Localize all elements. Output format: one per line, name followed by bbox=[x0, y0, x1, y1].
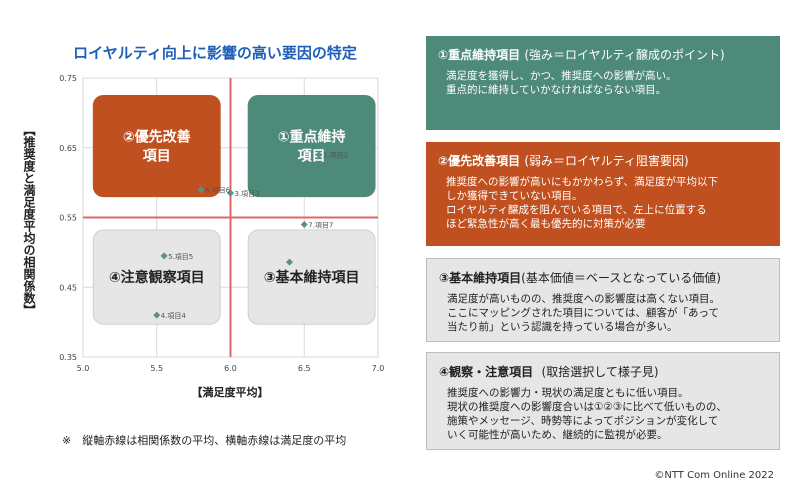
data-point-label: 4.項目4 bbox=[161, 312, 187, 320]
quadrant-box-q3 bbox=[247, 229, 376, 325]
x-tick-label: 5.5 bbox=[150, 364, 163, 373]
panel-line: ロイヤルティ醸成を阻んでいる項目で、左上に位置する bbox=[446, 204, 707, 216]
x-tick-label: 7.0 bbox=[372, 364, 385, 373]
data-point-label: 6.項目6 bbox=[205, 187, 231, 195]
y-tick-label: 0.45 bbox=[59, 283, 77, 292]
panel-title: ①重点維持項目 (強み＝ロイヤルティ醸成のポイント) bbox=[438, 46, 768, 63]
x-tick-label: 5.0 bbox=[77, 364, 90, 373]
panel-line: しか獲得できていない項目。 bbox=[446, 190, 583, 202]
panel-line: 満足度が高いものの、推奨度への影響度は高くない項目。 bbox=[447, 293, 720, 305]
chart-title: ロイヤルティ向上に影響の高い要因の特定 bbox=[73, 44, 357, 62]
footnote: ※ 縦軸赤線は相関係数の平均、横軸赤線は満足度の平均 bbox=[62, 434, 347, 447]
data-point bbox=[300, 220, 308, 229]
data-point bbox=[226, 189, 235, 197]
data-point bbox=[315, 151, 323, 159]
data-point-label: 5.項目5 bbox=[168, 253, 193, 261]
panel-body: 満足度が高いものの、推奨度への影響度は高くない項目。 ここにマッピングされた項目… bbox=[439, 292, 767, 334]
quadrant-box-q2 bbox=[92, 94, 221, 198]
x-tick-label: 6.0 bbox=[224, 364, 237, 373]
panel-line: 推奨度への影響力・現状の満足度ともに低い項目。 bbox=[447, 387, 689, 399]
panel-line: ここにマッピングされた項目については、顧客が「あって bbox=[447, 307, 719, 319]
data-point bbox=[160, 252, 168, 260]
quadrant-box-q1 bbox=[247, 94, 376, 198]
y-tick-label: 0.75 bbox=[59, 74, 77, 83]
data-point-label: 3.項目3 bbox=[235, 190, 260, 198]
panel-line: 現状の推奨度への影響度合いは①②③に比べて低いものの、 bbox=[447, 401, 727, 413]
panel-title-main: ①重点維持項目 bbox=[438, 48, 521, 62]
quadrant-label-line: ①重点維持 bbox=[278, 129, 346, 146]
data-point bbox=[153, 311, 161, 319]
panel-body: 推奨度への影響が高いにもかかわらず、満足度が平均以下 しか獲得できていない項目。… bbox=[438, 175, 768, 231]
panel-line: いく可能性が高いため、継続的に監視が必要。 bbox=[447, 429, 668, 441]
quadrant-label-line: ②優先改善 bbox=[123, 129, 191, 146]
panel-line: 施策やメッセージ、時勢等によってポジションが変化して bbox=[447, 415, 719, 427]
panel-line: 当たり前」という認識を持っている場合が多い。 bbox=[447, 321, 678, 333]
quadrant-label-line: ④注意観察項目 bbox=[109, 269, 205, 286]
copyright: ©NTT Com Online 2022 bbox=[654, 470, 774, 481]
data-point-label: 7.項目7 bbox=[308, 221, 333, 229]
panel-priority-improve: ②優先改善項目 (弱み＝ロイヤルティ阻害要因) 推奨度への影響が高いにもかかわら… bbox=[426, 142, 780, 246]
data-point-label: 2.項目2 bbox=[323, 152, 348, 160]
panel-title-sub: (取捨選択して様子見) bbox=[541, 365, 659, 379]
panel-body: 推奨度への影響力・現状の満足度ともに低い項目。 現状の推奨度への影響度合いは①②… bbox=[439, 386, 767, 442]
panel-title-sub: (基本価値＝ベースとなっている価値) bbox=[521, 271, 721, 285]
panel-line: 推奨度への影響が高いにもかかわらず、満足度が平均以下 bbox=[446, 176, 719, 188]
panel-line: 重点的に維持していかなければならない項目。 bbox=[446, 84, 667, 96]
data-point bbox=[197, 186, 205, 194]
panel-body: 満足度を獲得し、かつ、推奨度への影響が高い。 重点的に維持していかなければならな… bbox=[438, 69, 768, 97]
quadrant-label-line: ③基本維持項目 bbox=[264, 269, 360, 286]
panel-title: ③基本維持項目(基本価値＝ベースとなっている価値) bbox=[439, 269, 767, 286]
panel-title-sub: (強み＝ロイヤルティ醸成のポイント) bbox=[524, 48, 725, 62]
panel-key-maintain: ①重点維持項目 (強み＝ロイヤルティ醸成のポイント) 満足度を獲得し、かつ、推奨… bbox=[426, 36, 780, 130]
panel-line: ほど緊急性が高く最も優先的に対策が必要 bbox=[446, 218, 646, 230]
panel-title-main: ③基本維持項目 bbox=[439, 271, 522, 285]
y-tick-label: 0.35 bbox=[59, 353, 77, 362]
y-tick-label: 0.55 bbox=[59, 214, 77, 223]
quadrant-label-line: 項目 bbox=[298, 149, 326, 165]
x-tick-label: 6.5 bbox=[298, 364, 311, 373]
panel-title-main: ②優先改善項目 bbox=[438, 154, 521, 168]
quadrant-label-q2: ②優先改善項目 bbox=[123, 129, 191, 165]
panel-title: ②優先改善項目 (弱み＝ロイヤルティ阻害要因) bbox=[438, 152, 768, 169]
y-tick-label: 0.65 bbox=[59, 144, 77, 153]
panel-line: 満足度を獲得し、かつ、推奨度への影響が高い。 bbox=[446, 70, 677, 82]
panel-basic-maintain: ③基本維持項目(基本価値＝ベースとなっている価値) 満足度が高いものの、推奨度へ… bbox=[426, 258, 780, 342]
x-axis-label: 【満足度平均】 bbox=[191, 386, 269, 399]
panel-title-sub: (弱み＝ロイヤルティ阻害要因) bbox=[524, 154, 689, 168]
quadrant-label-line: 項目 bbox=[143, 149, 171, 165]
data-point bbox=[285, 258, 294, 266]
quadrant-box-q4 bbox=[92, 229, 221, 325]
quadrant-label-q4: ④注意観察項目 bbox=[109, 269, 205, 286]
y-axis-label: 【推奨度と満足度平均の相関係数】 bbox=[22, 124, 36, 316]
panel-title: ④観察・注意項目 (取捨選択して様子見) bbox=[439, 363, 767, 380]
quadrant-label-q3: ③基本維持項目 bbox=[264, 269, 360, 286]
panel-observe-caution: ④観察・注意項目 (取捨選択して様子見) 推奨度への影響力・現状の満足度ともに低… bbox=[426, 352, 780, 450]
panel-title-main: ④観察・注意項目 bbox=[439, 365, 534, 379]
scatter-chart: 5.0 5.5 6.0 6.5 7.0 0.35 0.45 0.55 0.65 0.75 ②優先改善… bbox=[59, 74, 385, 373]
